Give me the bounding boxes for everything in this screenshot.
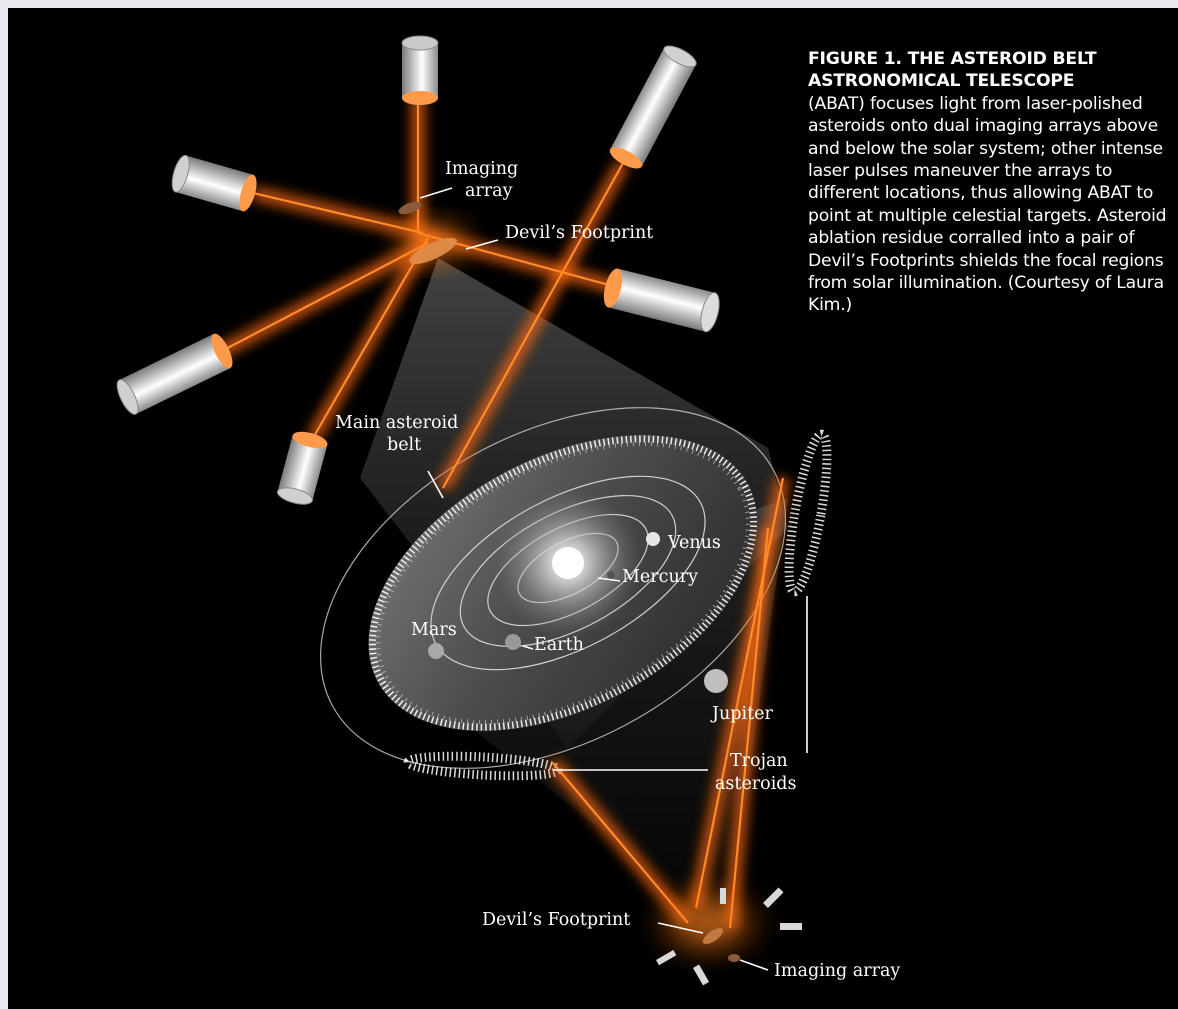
venus-planet bbox=[646, 532, 660, 546]
label-mars: Mars bbox=[411, 620, 457, 640]
laser-cylinder-top-right bbox=[607, 42, 699, 173]
laser-cylinder-left bbox=[169, 154, 260, 214]
mercury-planet bbox=[607, 571, 615, 579]
label-trojan-2: asteroids bbox=[715, 774, 797, 794]
caption-title: FIGURE 1. THE ASTEROID BELT ASTRONOMICAL… bbox=[808, 49, 1096, 91]
laser-cylinder-right bbox=[600, 267, 722, 334]
laser-cylinder-bottom-left bbox=[276, 429, 329, 508]
jupiter-planet bbox=[704, 669, 728, 693]
label-devils-footprint-bottom: Devil’s Footprint bbox=[482, 910, 630, 930]
label-jupiter: Jupiter bbox=[710, 704, 773, 724]
earth-planet bbox=[505, 634, 521, 650]
label-earth: Earth bbox=[534, 635, 584, 655]
label-venus: Venus bbox=[667, 533, 721, 553]
label-imaging-array-bottom: Imaging array bbox=[774, 961, 900, 981]
label-trojan-1: Trojan bbox=[730, 751, 788, 771]
label-main-belt-1: Main asteroid bbox=[335, 413, 458, 433]
imaging-array-bottom bbox=[728, 954, 740, 962]
caption-body: (ABAT) focuses light from laser-polished… bbox=[808, 94, 1166, 316]
label-imaging-array-top-2: array bbox=[465, 181, 513, 201]
trojan-asteroids-cluster-2 bbox=[781, 432, 834, 594]
label-main-belt-2: belt bbox=[387, 435, 421, 455]
laser-cylinder-top bbox=[402, 36, 438, 105]
figure-caption: FIGURE 1. THE ASTEROID BELT ASTRONOMICAL… bbox=[808, 48, 1170, 317]
figure-panel: Imaging array Devil’s Footprint Main ast… bbox=[8, 8, 1178, 1009]
label-devils-footprint-top: Devil’s Footprint bbox=[505, 223, 653, 243]
mars-planet bbox=[428, 643, 444, 659]
label-imaging-array-top-1: Imaging bbox=[445, 159, 518, 179]
label-mercury: Mercury bbox=[622, 567, 698, 587]
laser-cylinder-lower-left bbox=[113, 331, 237, 417]
